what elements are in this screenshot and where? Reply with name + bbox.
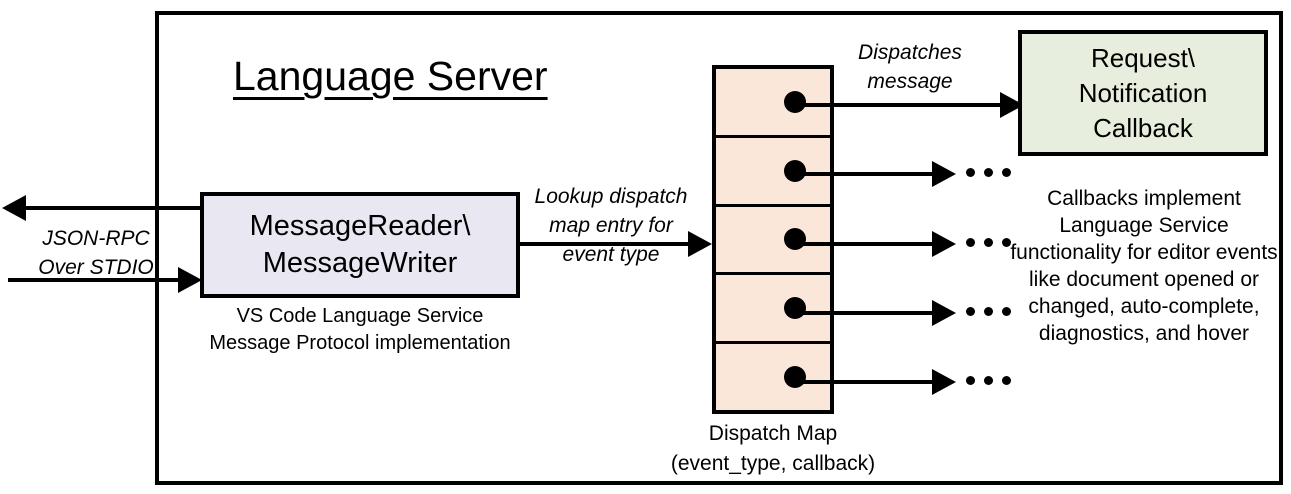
dispatch-row-1-line (790, 103, 1012, 107)
message-reader-writer-caption: VS Code Language Service Message Protoco… (200, 303, 520, 357)
dispatch-row-2-ellipsis (966, 168, 1011, 177)
table-row[interactable] (716, 207, 830, 276)
callback-description: Callbacks implement Language Service fun… (1010, 187, 1278, 345)
table-row[interactable] (716, 138, 830, 207)
jsonrpc-in-arrowhead (178, 267, 202, 293)
edge-label-jsonrpc: JSON-RPC Over STDIO (38, 227, 154, 279)
message-reader-writer-box[interactable]: MessageReader\ MessageWriter (200, 192, 520, 298)
caption-line-1: VS Code Language Service (236, 305, 484, 327)
dispatch-map-caption: Dispatch Map (event_type, callback) (643, 419, 903, 479)
dispatch-map-caption-line-1: Dispatch Map (708, 422, 838, 445)
request-notification-callback-box[interactable]: Request\ Notification Callback (1018, 30, 1268, 156)
edge-label-dispatches-message: Dispatches message (858, 41, 962, 93)
dispatch-map-caption-line-2: (event_type, callback) (670, 452, 876, 475)
message-writer-label: MessageWriter (262, 247, 458, 279)
dispatch-row-4-arrowhead (932, 300, 956, 326)
entry-dot-icon (784, 297, 806, 320)
dispatch-row-2-line (790, 172, 946, 176)
lookup-arrow-line (520, 242, 692, 246)
table-row[interactable] (716, 69, 830, 138)
edge-label-lookup-dispatch: Lookup dispatch map entry for event type (534, 185, 688, 266)
dispatch-row-3-arrowhead (932, 231, 956, 257)
jsonrpc-in-line (8, 278, 186, 282)
table-row[interactable] (716, 344, 830, 410)
dispatch-row-4-line (790, 311, 946, 315)
entry-dot-icon (784, 366, 806, 389)
dispatch-row-3-line (790, 242, 946, 246)
jsonrpc-out-line (24, 206, 210, 210)
dispatch-row-5-ellipsis (966, 376, 1011, 385)
callback-label-line-1: Request\ (1090, 42, 1196, 73)
dispatch-row-5-arrowhead (932, 369, 956, 395)
language-server-frame (155, 11, 1283, 485)
dispatch-row-2-arrowhead (932, 161, 956, 187)
table-row[interactable] (716, 275, 830, 345)
page-title: Language Server (233, 53, 548, 99)
entry-dot-icon (784, 159, 806, 182)
dispatch-row-3-ellipsis (966, 238, 1011, 247)
jsonrpc-out-arrowhead (2, 195, 26, 221)
message-reader-label: MessageReader\ (249, 210, 471, 242)
dispatch-row-5-line (790, 380, 946, 384)
callback-label-line-2: Notification (1078, 77, 1208, 108)
dispatch-map-table[interactable] (712, 65, 834, 414)
entry-dot-icon (784, 228, 806, 251)
dispatch-row-4-ellipsis (966, 307, 1011, 316)
callback-label-line-3: Callback (1093, 112, 1193, 143)
caption-line-2: Message Protocol implementation (209, 332, 511, 354)
lookup-arrow-head (688, 231, 712, 257)
entry-dot-icon (784, 90, 806, 113)
